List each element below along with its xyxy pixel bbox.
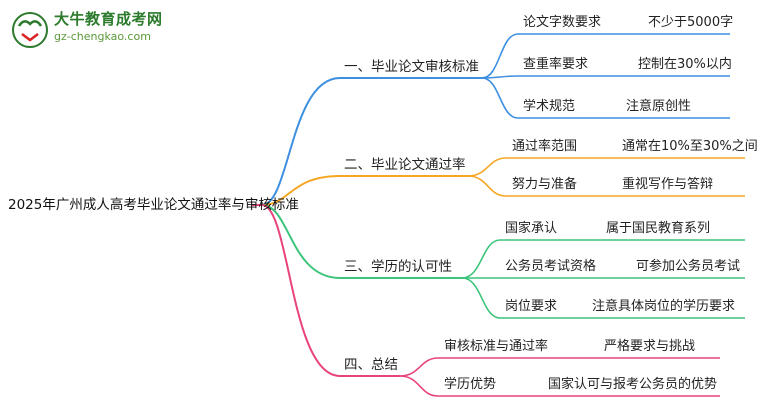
leaf-1-2-key: 查重率要求 bbox=[523, 57, 589, 72]
leaf-4-1-value: 严格要求与挑战 bbox=[604, 339, 696, 354]
leaf-link-1-3 bbox=[481, 77, 730, 119]
site-logo[interactable]: 大牛教育成考网 gz-chengkao.com bbox=[4, 4, 174, 52]
leaf-1-3-key: 学术规范 bbox=[523, 99, 576, 114]
leaf-link-3-1 bbox=[461, 239, 745, 279]
leaf-4-2-key: 学历优势 bbox=[444, 377, 497, 392]
leaf-3-2-value: 可参加公务员考试 bbox=[636, 259, 741, 274]
branch-3-label: 三、学历的认可性 bbox=[344, 259, 452, 275]
logo-name: 大牛教育成考网 bbox=[54, 10, 163, 28]
leaf-1-3-value: 注意原创性 bbox=[626, 99, 692, 114]
leaf-3-2-key: 公务员考试资格 bbox=[505, 259, 597, 274]
branch-link-1 bbox=[261, 77, 482, 206]
branch-2-label: 二、毕业论文通过率 bbox=[344, 157, 466, 173]
bull-logo-icon bbox=[12, 12, 48, 48]
branch-link-4 bbox=[261, 204, 400, 377]
root-topic: 2025年广州成人高考毕业论文通过率与审核标准 bbox=[8, 197, 299, 213]
leaf-3-1-value: 属于国民教育系列 bbox=[606, 221, 711, 236]
leaf-2-2-value: 重视写作与答辩 bbox=[622, 177, 714, 192]
leaf-link-2-1 bbox=[467, 157, 745, 177]
leaf-link-1-2 bbox=[481, 75, 730, 79]
leaf-link-2-2 bbox=[467, 175, 745, 197]
leaf-2-1-value: 通常在10%至30%之间 bbox=[622, 139, 758, 154]
branch-4-label: 四、总结 bbox=[344, 357, 398, 373]
leaf-link-3-3 bbox=[461, 277, 745, 319]
leaf-1-2-value: 控制在30%以内 bbox=[638, 57, 732, 72]
leaf-2-2-key: 努力与准备 bbox=[512, 177, 578, 192]
branch-link-2 bbox=[261, 175, 468, 206]
branch-link-3 bbox=[261, 204, 462, 279]
logo-url: gz-chengkao.com bbox=[54, 30, 151, 43]
leaf-link-4-2 bbox=[399, 375, 720, 397]
leaf-3-3-key: 岗位要求 bbox=[505, 299, 558, 314]
leaf-link-4-1 bbox=[399, 357, 720, 377]
leaf-3-1-key: 国家承认 bbox=[505, 221, 558, 236]
leaf-2-1-key: 通过率范围 bbox=[512, 139, 578, 154]
leaf-4-2-value: 国家认可与报考公务员的优势 bbox=[548, 377, 718, 392]
leaf-4-1-key: 审核标准与通过率 bbox=[444, 339, 549, 354]
leaf-3-3-value: 注意具体岗位的学历要求 bbox=[592, 299, 736, 314]
leaf-1-1-value: 不少于5000字 bbox=[648, 15, 734, 30]
leaf-1-1-key: 论文字数要求 bbox=[523, 15, 602, 30]
branch-1-label: 一、毕业论文审核标准 bbox=[344, 59, 479, 75]
leaf-link-1-1 bbox=[481, 33, 730, 79]
